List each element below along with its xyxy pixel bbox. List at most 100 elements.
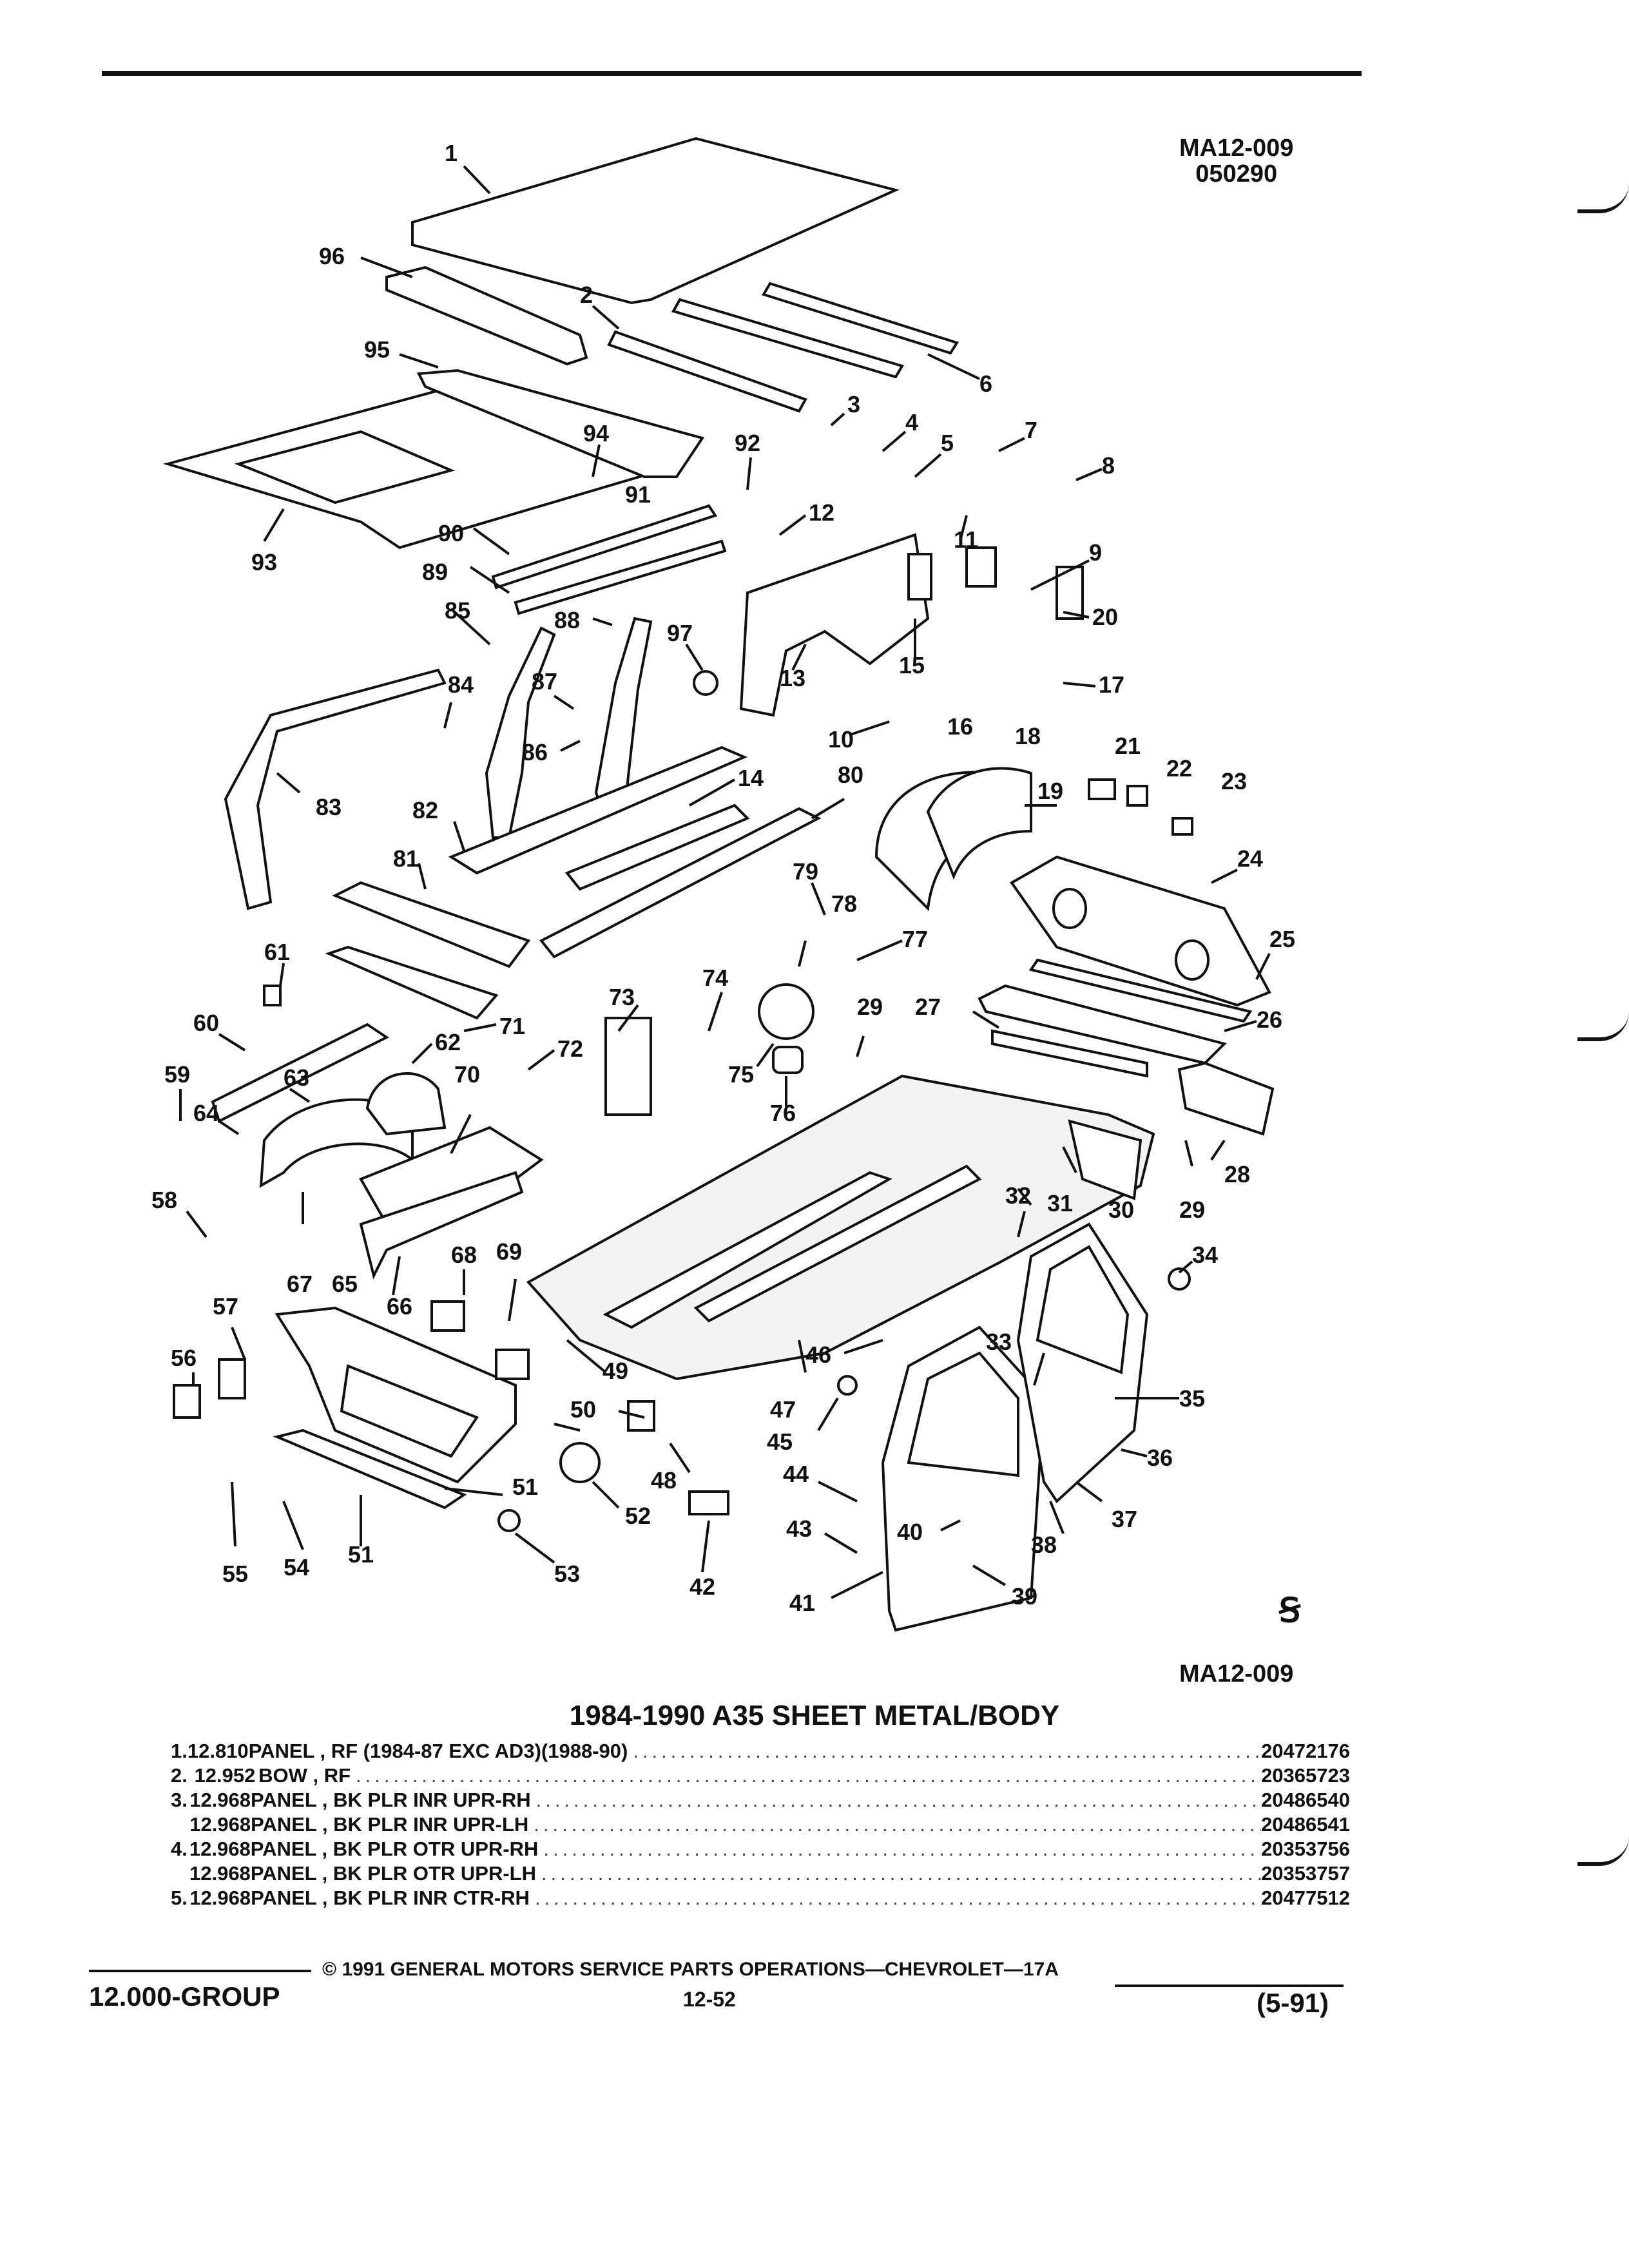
callout: 52 xyxy=(625,1503,651,1529)
callout: 56 xyxy=(171,1345,197,1371)
revision-date: (5-91) xyxy=(1257,1988,1329,2018)
footer-rule-right xyxy=(1115,1984,1344,1987)
page-title: 1984-1990 A35 SHEET METAL/BODY xyxy=(569,1700,1060,1731)
callout: 93 xyxy=(251,549,277,575)
callout: 48 xyxy=(651,1467,677,1494)
radiator-support-opening xyxy=(340,1364,479,1458)
callout: 26 xyxy=(1257,1006,1282,1033)
callout: 54 xyxy=(284,1554,309,1581)
part-description: PANEL , BK PLR INR UPR-RH xyxy=(251,1789,531,1811)
callout: 24 xyxy=(1237,845,1263,872)
callout: 69 xyxy=(496,1238,522,1265)
callout: 78 xyxy=(831,890,857,917)
callout: 4 xyxy=(905,409,918,436)
nut xyxy=(263,985,282,1006)
copyright-notice: © 1991 GENERAL MOTORS SERVICE PARTS OPER… xyxy=(322,1959,1059,1980)
callout: 91 xyxy=(625,481,651,508)
callout: 60 xyxy=(193,1010,219,1036)
item-number: 1. xyxy=(171,1740,188,1762)
callout: 10 xyxy=(828,726,854,753)
callout: 87 xyxy=(532,668,557,695)
callout: 68 xyxy=(451,1242,477,1268)
callout: 43 xyxy=(786,1515,812,1542)
parts-row: 12.968 PANEL , BK PLR OTR UPR-LH 2035375… xyxy=(171,1862,1350,1887)
group-number: 12.968 xyxy=(189,1813,251,1836)
front-frame-rail-lower xyxy=(359,1171,524,1280)
callout: 1 xyxy=(445,140,458,166)
item-number: 3. xyxy=(171,1789,188,1811)
item-number: 5. xyxy=(171,1887,188,1909)
callout: 14 xyxy=(738,765,764,791)
item-number: 4. xyxy=(171,1838,188,1860)
callout: 72 xyxy=(557,1035,583,1062)
callout: 77 xyxy=(902,926,928,952)
callout: 41 xyxy=(789,1590,815,1616)
part-number: 20365723 xyxy=(1261,1764,1350,1787)
item-number: 2. xyxy=(171,1764,188,1787)
bracket xyxy=(495,1349,530,1380)
roof-side-rail xyxy=(514,539,727,615)
callout: 13 xyxy=(780,665,805,691)
callout: 35 xyxy=(1179,1385,1205,1412)
callout: 81 xyxy=(393,845,419,872)
callout: 90 xyxy=(438,520,464,546)
rocker-outer xyxy=(539,807,822,959)
group-number: 12.968 xyxy=(189,1862,251,1885)
callout: 85 xyxy=(445,597,470,624)
fastener xyxy=(693,670,718,696)
callout: 37 xyxy=(1112,1506,1137,1532)
part-number: 20477512 xyxy=(1261,1887,1350,1909)
callout: 59 xyxy=(164,1061,190,1088)
bracket xyxy=(1126,785,1148,807)
callout: 92 xyxy=(735,430,760,456)
exploded-parts-diagram: 1 2 3 4 5 6 7 8 9 10 11 12 13 14 15 16 1… xyxy=(151,137,1295,1632)
tail-lamp-housing xyxy=(1177,1061,1275,1136)
part-number: 20353756 xyxy=(1261,1838,1350,1860)
quarter-wheelhouse xyxy=(739,533,930,717)
cowl-vent xyxy=(325,945,499,1020)
strut-tower xyxy=(365,1072,447,1136)
rear-floor-rail xyxy=(1068,1119,1142,1200)
plug xyxy=(559,1442,601,1483)
sunroof-rail xyxy=(416,369,705,478)
dot-leader xyxy=(538,1838,1261,1861)
parts-row: 4. 12.968 PANEL , BK PLR OTR UPR-RH 2035… xyxy=(171,1838,1350,1862)
parts-row: 2. 12.952 BOW , RF 20365723 xyxy=(171,1764,1350,1789)
bracket xyxy=(1088,778,1116,800)
group-number: 12.968 xyxy=(189,1838,251,1860)
callout: 58 xyxy=(151,1187,177,1213)
group-number: 12.968 xyxy=(189,1789,251,1811)
callout: 50 xyxy=(570,1396,596,1423)
dot-leader xyxy=(351,1764,1261,1787)
callout: 86 xyxy=(522,739,548,765)
callout: 70 xyxy=(454,1061,480,1088)
group-number: 12.952 xyxy=(194,1764,256,1787)
dot-leader xyxy=(530,1887,1261,1910)
callout: 89 xyxy=(422,559,448,585)
callout: 39 xyxy=(1012,1583,1037,1610)
bracket xyxy=(907,553,932,601)
callout: 51 xyxy=(348,1541,374,1568)
figure-date: 050290 xyxy=(1195,160,1278,187)
clip xyxy=(1168,1267,1191,1291)
part-number: 20472176 xyxy=(1261,1740,1350,1762)
bracket xyxy=(430,1300,465,1332)
dot-leader xyxy=(628,1740,1261,1763)
callout: 71 xyxy=(499,1013,525,1039)
callout: 63 xyxy=(284,1064,309,1091)
callout: 80 xyxy=(838,762,863,788)
rear-package-shelf xyxy=(1010,855,1271,1007)
rear-end-panel xyxy=(1028,958,1253,1023)
bracket xyxy=(604,1017,652,1116)
callout: 32 xyxy=(1005,1182,1031,1209)
dot-leader xyxy=(528,1813,1261,1836)
callout: 51 xyxy=(512,1474,538,1500)
callout: 9 xyxy=(1089,539,1102,566)
callout: 15 xyxy=(899,652,925,678)
callout: 55 xyxy=(222,1561,248,1587)
parts-logo: Ꞩ xyxy=(1279,1592,1301,1629)
binding-mark xyxy=(1577,1012,1629,1041)
callout: 45 xyxy=(767,1428,793,1455)
plug xyxy=(837,1375,858,1396)
callout: 79 xyxy=(793,858,818,885)
